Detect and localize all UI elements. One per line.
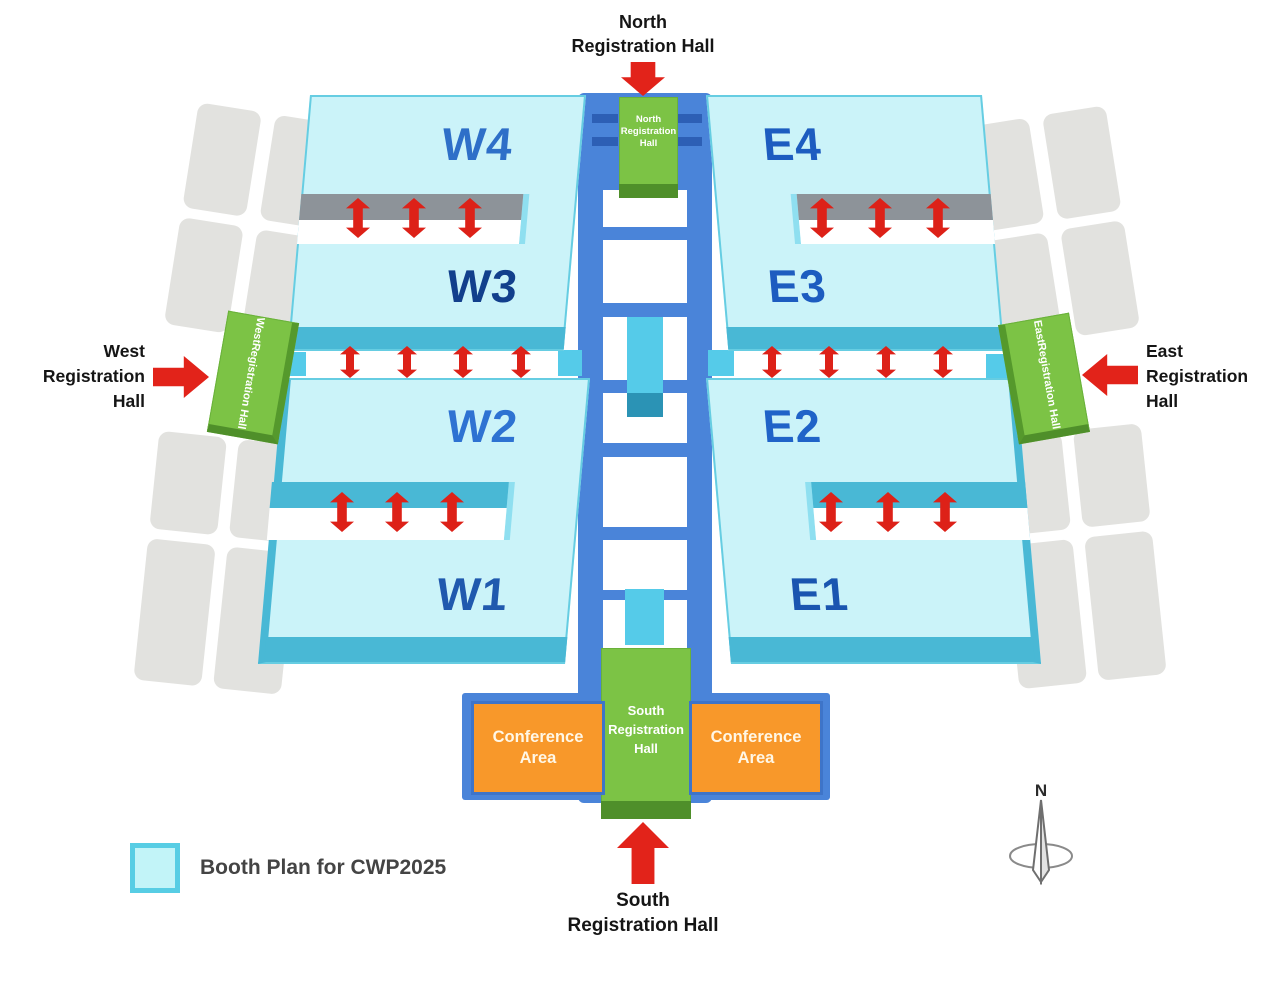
two-way-arrow-icon bbox=[876, 346, 896, 378]
hall-notch-e2-e1 bbox=[805, 482, 1031, 540]
south-registration-box: South Registration Hall bbox=[601, 648, 691, 819]
parking-block bbox=[1072, 423, 1151, 528]
parking-block bbox=[133, 538, 216, 687]
corridor-gate-mark bbox=[676, 114, 702, 123]
skybridge-south bbox=[625, 589, 664, 645]
parking-block bbox=[149, 430, 228, 536]
conference-area-right: Conference Area bbox=[689, 701, 823, 795]
west-entrance-arrow-icon bbox=[153, 356, 209, 398]
legend-booth-swatch bbox=[130, 843, 180, 893]
south-box-label: South bbox=[627, 703, 665, 718]
hall-label-w1: W1 bbox=[434, 568, 511, 620]
two-way-arrow-icon bbox=[933, 346, 953, 378]
hall-label-e4: E4 bbox=[760, 118, 824, 170]
skybridge-tower-base bbox=[627, 393, 663, 417]
hall-notch-w2-w1 bbox=[266, 482, 515, 540]
corridor-link-west bbox=[558, 350, 582, 376]
two-way-arrow-icon bbox=[511, 346, 531, 378]
south-entrance-label: South Registration Hall bbox=[567, 890, 719, 936]
conference-area-left: Conference Area bbox=[471, 701, 605, 795]
conference-area-right-label: Conference Area bbox=[710, 728, 802, 767]
two-way-arrow-icon bbox=[762, 346, 782, 378]
corridor-gate-mark bbox=[592, 114, 618, 123]
north-registration-box: North Registration Hall bbox=[619, 97, 678, 198]
corridor-window bbox=[603, 240, 687, 303]
hall-block-w2-w1 bbox=[257, 378, 590, 664]
parking-block bbox=[1060, 219, 1141, 337]
two-way-arrow-icon bbox=[819, 346, 839, 378]
two-way-arrow-icon bbox=[397, 346, 417, 378]
hall-label-w3: W3 bbox=[444, 260, 521, 312]
east-entrance-label: East Registration Hall bbox=[1146, 341, 1249, 411]
hall-label-e1: E1 bbox=[787, 568, 851, 620]
corridor-link-east bbox=[708, 350, 734, 376]
corridor-window bbox=[603, 457, 687, 527]
hall-block-w4-w3 bbox=[287, 95, 586, 351]
corridor-gate-mark bbox=[592, 137, 618, 146]
hall-label-w2: W2 bbox=[444, 400, 521, 452]
conference-area-left-label: Conference Area bbox=[492, 728, 584, 767]
east-entrance-arrow-icon bbox=[1082, 354, 1138, 396]
parking-block bbox=[1041, 105, 1122, 221]
north-entrance-label: North Registration Hall bbox=[571, 12, 715, 56]
south-entrance-arrow-icon bbox=[617, 822, 669, 884]
hall-label-e3: E3 bbox=[765, 260, 829, 312]
legend-label: Booth Plan for CWP2025 bbox=[200, 856, 447, 879]
compass-north-letter: N bbox=[1035, 782, 1047, 800]
hall-label-w4: W4 bbox=[439, 118, 516, 170]
hall-label-e2: E2 bbox=[760, 400, 824, 452]
hall-block-e4-e3 bbox=[706, 95, 1005, 351]
corridor-window bbox=[603, 540, 687, 590]
north-box-label: North bbox=[635, 114, 662, 125]
north-entrance-arrow-icon bbox=[621, 62, 665, 96]
parking-block bbox=[182, 102, 263, 218]
west-entrance-label: West Registration Hall bbox=[42, 341, 145, 411]
two-way-arrow-icon bbox=[453, 346, 473, 378]
two-way-arrow-icon bbox=[340, 346, 360, 378]
hall-block-e2-e1 bbox=[706, 378, 1042, 664]
skybridge-tower bbox=[627, 317, 663, 393]
corridor-gate-mark bbox=[676, 137, 702, 146]
compass-icon: N bbox=[1009, 782, 1073, 886]
parking-block bbox=[1084, 530, 1167, 681]
